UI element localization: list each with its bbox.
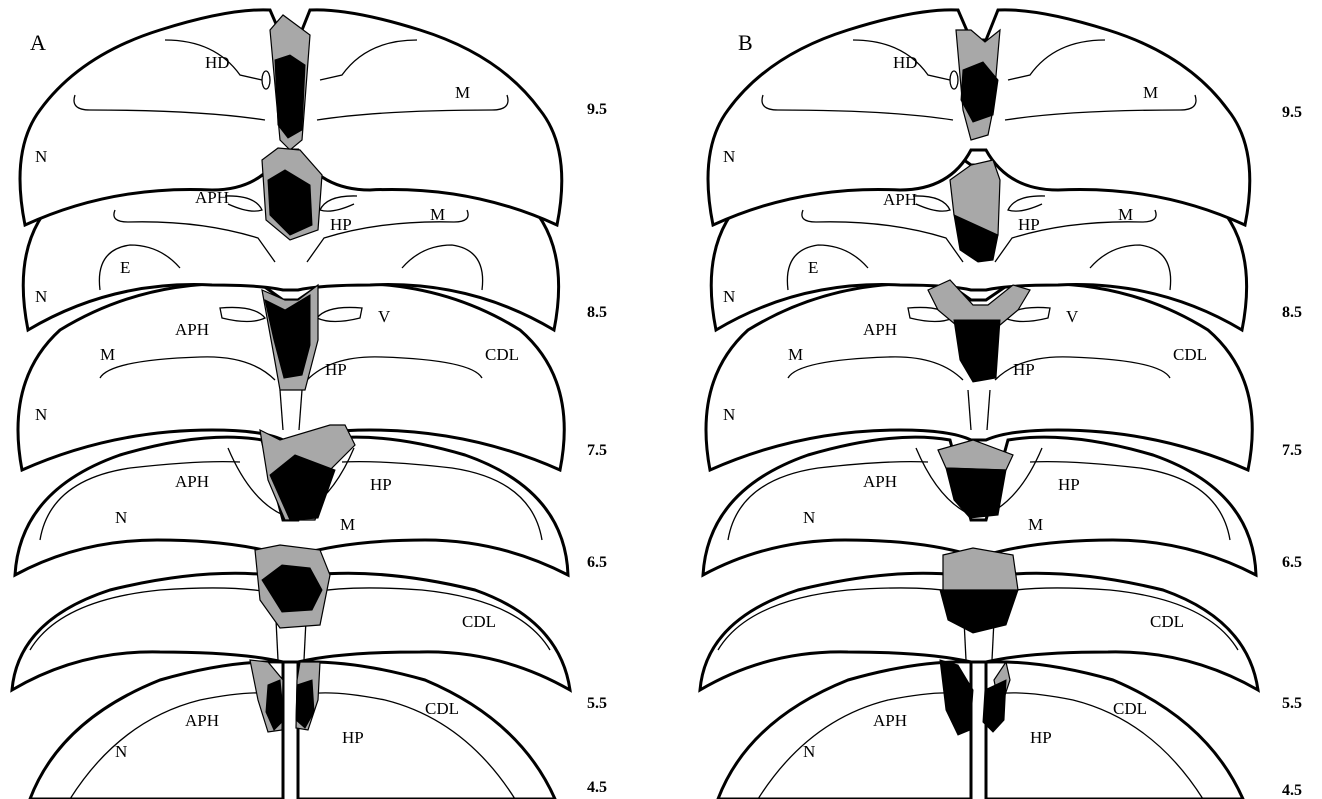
region-label: N — [35, 405, 47, 424]
region-label: M — [100, 345, 115, 364]
region-label: APH — [175, 472, 209, 491]
region-label: HP — [1030, 728, 1052, 747]
level-labels: 9.5 8.5 7.5 6.5 5.5 4.5 — [1282, 104, 1302, 799]
region-label: APH — [185, 711, 219, 730]
region-label: APH — [883, 190, 917, 209]
region-label: N — [35, 147, 47, 166]
level-4-5: 4.5 — [1282, 782, 1302, 799]
region-label: HP — [330, 215, 352, 234]
region-label: CDL — [1113, 699, 1147, 718]
region-label: CDL — [462, 612, 496, 631]
region-label: N — [803, 742, 815, 761]
lesion-b-5 — [940, 548, 1018, 633]
region-label: M — [788, 345, 803, 364]
level-7-5: 7.5 — [587, 442, 607, 459]
region-label: HD — [893, 53, 918, 72]
region-label: HP — [1058, 475, 1080, 494]
region-label: N — [35, 287, 47, 306]
region-label: APH — [175, 320, 209, 339]
level-5-5: 5.5 — [587, 695, 607, 712]
level-7-5: 7.5 — [1282, 442, 1302, 459]
region-label: V — [378, 307, 391, 326]
level-6-5: 6.5 — [1282, 554, 1302, 571]
region-label: M — [340, 515, 355, 534]
region-label: APH — [863, 472, 897, 491]
region-label: V — [1066, 307, 1079, 326]
region-label: M — [455, 83, 470, 102]
region-label: M — [430, 205, 445, 224]
region-label: HP — [325, 360, 347, 379]
panel-a: A 9.5 8.5 7.5 6.5 5.5 4.5 HD M N APH HP … — [12, 10, 607, 799]
panel-label: B — [738, 30, 753, 55]
region-label: APH — [873, 711, 907, 730]
level-labels: 9.5 8.5 7.5 6.5 5.5 4.5 — [587, 101, 607, 796]
region-label: HD — [205, 53, 230, 72]
region-label: N — [723, 147, 735, 166]
region-label: HP — [342, 728, 364, 747]
level-9-5: 9.5 — [587, 101, 607, 118]
level-8-5: 8.5 — [1282, 304, 1302, 321]
level-6-5: 6.5 — [587, 554, 607, 571]
panel-b: B 9.5 8.5 7.5 6.5 5.5 4.5 HD M N APH HP … — [700, 10, 1302, 799]
region-label: N — [115, 742, 127, 761]
region-label: N — [723, 287, 735, 306]
level-5-5: 5.5 — [1282, 695, 1302, 712]
region-label: CDL — [425, 699, 459, 718]
level-4-5: 4.5 — [587, 779, 607, 796]
region-label: CDL — [485, 345, 519, 364]
region-label: HP — [1018, 215, 1040, 234]
region-label: M — [1118, 205, 1133, 224]
region-label: E — [120, 258, 130, 277]
region-label: CDL — [1173, 345, 1207, 364]
region-label: E — [808, 258, 818, 277]
region-label: N — [723, 405, 735, 424]
region-label: HP — [1013, 360, 1035, 379]
region-label: HP — [370, 475, 392, 494]
level-9-5: 9.5 — [1282, 104, 1302, 121]
region-label: M — [1143, 83, 1158, 102]
panel-label: A — [30, 30, 46, 55]
region-label: N — [803, 508, 815, 527]
level-8-5: 8.5 — [587, 304, 607, 321]
region-label: APH — [195, 188, 229, 207]
region-label: CDL — [1150, 612, 1184, 631]
region-label: N — [115, 508, 127, 527]
region-label: M — [1028, 515, 1043, 534]
region-label: APH — [863, 320, 897, 339]
